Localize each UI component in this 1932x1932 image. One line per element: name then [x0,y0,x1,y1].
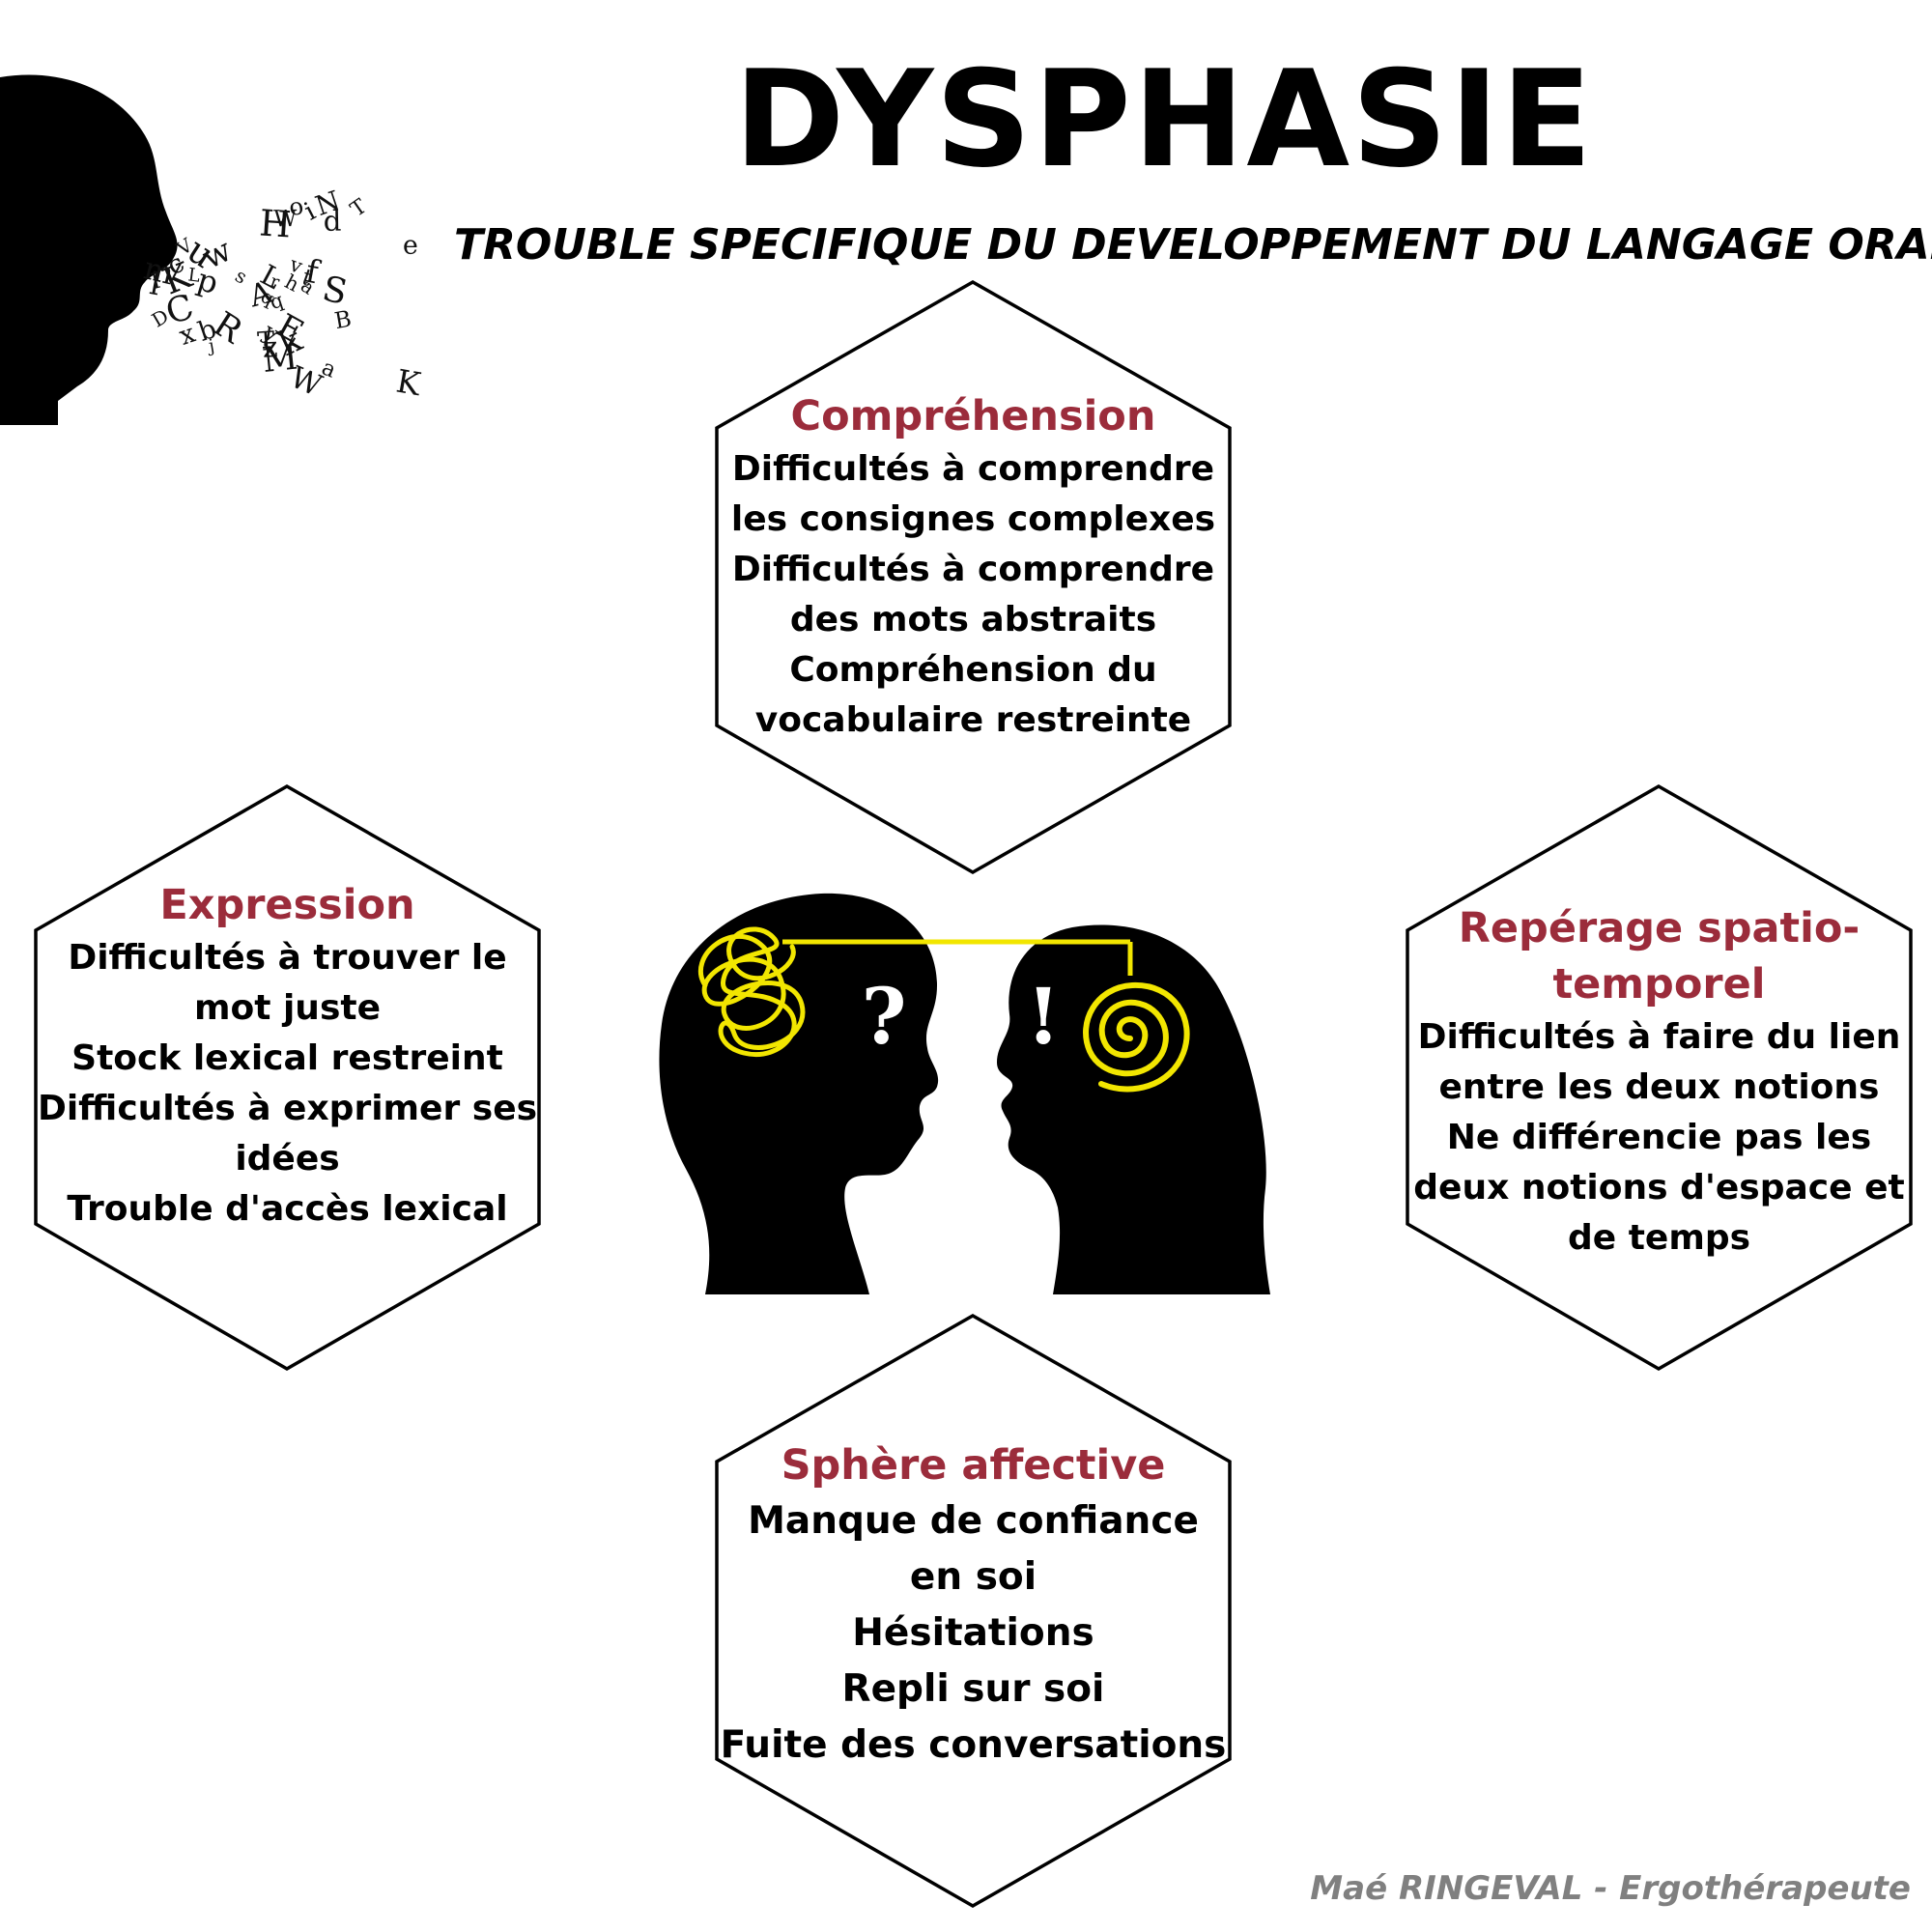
speech-letter: z [262,330,278,365]
hex-comprehension: Compréhension Difficultés à comprendre l… [715,279,1232,875]
question-mark: ? [862,971,907,1062]
expression-line: Stock lexical restreint [71,1038,503,1078]
speech-letter: T [257,327,276,357]
expression-heading: Expression [159,881,415,929]
speech-letter: j [206,335,216,356]
hex-affective-outline [715,1313,1232,1909]
hex-reperage-outline [1406,783,1913,1372]
speech-letter: B [332,305,354,335]
page-title: DYSPHASIE [733,42,1595,197]
speech-letter: M [261,338,300,382]
reperage-line: Ne différencie pas les [1446,1118,1872,1157]
hex-expression-outline [34,783,541,1372]
expression-line: Difficultés à exprimer ses [37,1089,538,1128]
scribble-mark [697,926,806,1057]
hex-reperage: Repérage spatio- temporel Difficultés à … [1406,783,1913,1372]
affective-line: Repli sur soi [841,1667,1105,1711]
reperage-heading-line2: temporel [1552,960,1766,1009]
reperage-line: entre les deux notions [1438,1067,1880,1107]
comprehension-heading: Compréhension [790,392,1156,440]
expression-line: mot juste [193,988,381,1028]
speech-letter: W [273,205,298,232]
speech-letter: d [323,205,341,238]
exclamation-mark: ! [1026,971,1060,1062]
comprehension-line: Difficultés à comprendre [731,449,1215,489]
reperage-line: Difficultés à faire du lien [1417,1017,1901,1057]
speech-letter: o [287,191,306,221]
expression-line: Trouble d'accès lexical [67,1189,508,1229]
comprehension-line: Difficultés à comprendre [731,550,1215,589]
affective-line: en soi [909,1555,1037,1599]
comprehension-line: des mots abstraits [789,600,1157,639]
speech-letter: T [346,194,371,222]
comprehension-line: les consignes complexes [730,499,1216,539]
hex-comprehension-outline [715,279,1232,875]
expression-line: idées [235,1139,340,1179]
spiral-mark [1083,981,1190,1093]
comprehension-line: vocabulaire restreinte [754,700,1192,740]
author-credit: Maé RINGEVAL - Ergothérapeute [1310,1869,1911,1908]
speech-letter: H [258,201,293,245]
speech-letter: K [393,362,424,404]
girl-silhouette [997,924,1270,1294]
reperage-line: de temps [1567,1218,1751,1258]
comprehension-line: Compréhension du [789,650,1157,690]
page-subtitle: TROUBLE SPECIFIQUE DU DEVELOPPEMENT DU L… [454,220,1932,270]
affective-heading: Sphère affective [781,1441,1166,1490]
hex-affective: Sphère affective Manque de confiance en … [715,1313,1232,1909]
affective-line: Hésitations [852,1611,1094,1655]
affective-line: Manque de confiance [748,1499,1199,1543]
speaker-silhouette [0,74,178,425]
hex-expression: Expression Difficultés à trouver le mot … [34,783,541,1372]
expression-line: Difficultés à trouver le [68,938,507,978]
speech-letter: L [186,265,201,286]
reperage-line: deux notions d'espace et [1413,1168,1905,1208]
reperage-heading-line1: Repérage spatio- [1458,904,1861,952]
boy-silhouette [659,893,939,1294]
affective-line: Fuite des conversations [720,1723,1227,1767]
children-communication-illustration: ? ! [647,879,1285,1298]
speech-letter: e [403,231,418,261]
